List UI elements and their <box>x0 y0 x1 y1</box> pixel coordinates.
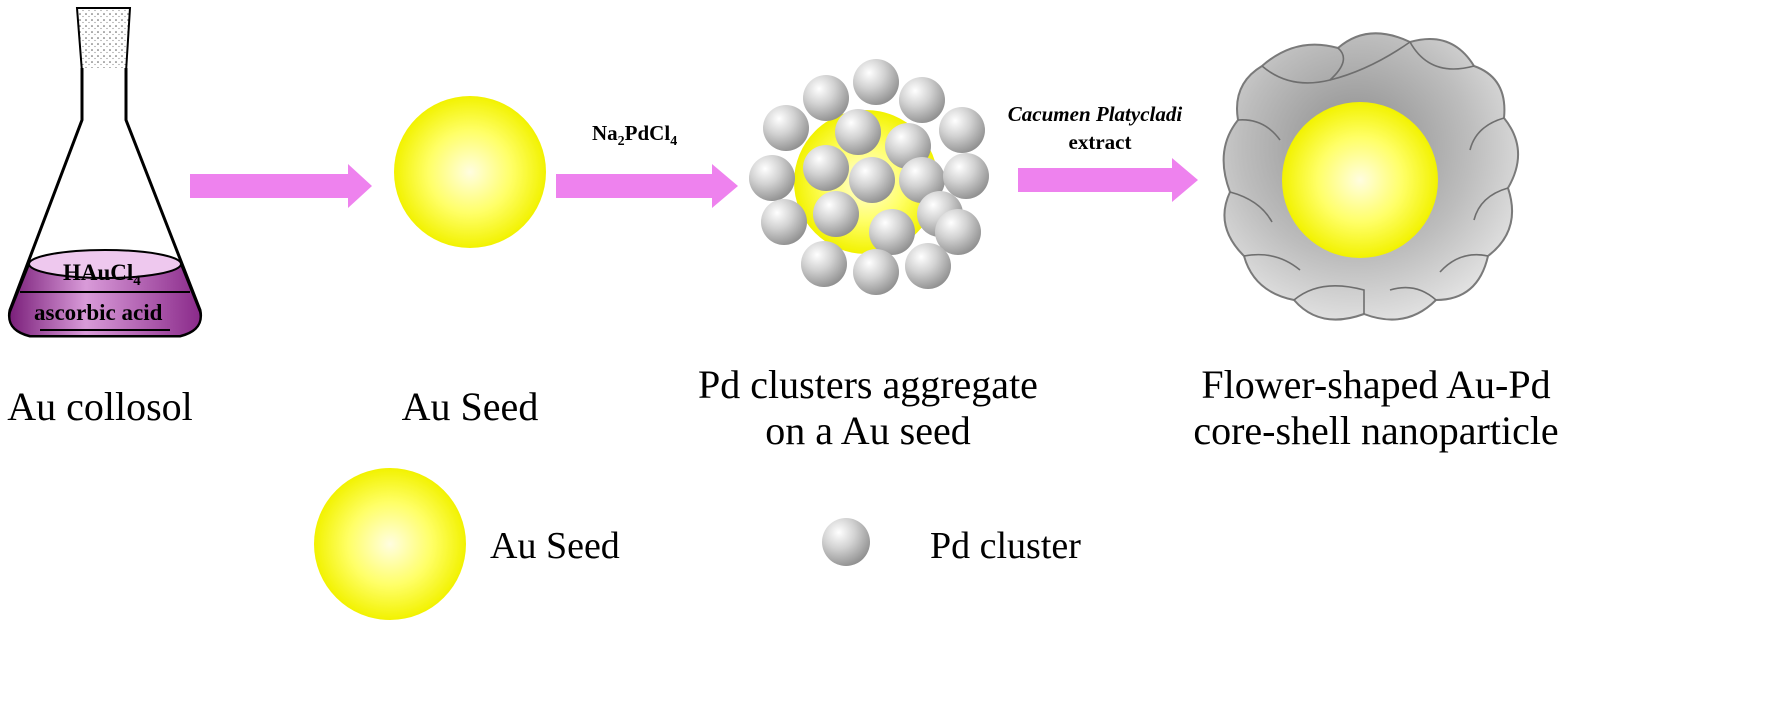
reagent-na2pdcl4: Na2PdCl4 <box>592 121 677 149</box>
caption-au-collosol: Au collosol <box>7 384 193 429</box>
pd-cluster-sphere <box>939 107 985 153</box>
pd-cluster-sphere <box>853 59 899 105</box>
erlenmeyer-flask: HAuCl4 ascorbic acid <box>7 7 203 338</box>
au-seed-sphere <box>394 96 546 248</box>
solution-surface <box>28 249 182 279</box>
pd-cluster-sphere <box>849 157 895 203</box>
arrow-1 <box>190 164 372 208</box>
flask-solution <box>8 261 202 337</box>
pd-cluster-aggregate <box>749 59 989 295</box>
legend: Au Seed Pd cluster <box>314 468 1081 620</box>
pd-cluster-sphere <box>935 209 981 255</box>
pd-cluster-sphere <box>869 209 915 255</box>
flower-core-shell-nanoparticle <box>1222 32 1520 321</box>
pd-cluster-sphere <box>803 75 849 121</box>
caption-flower-line1: Flower-shaped Au-Pd <box>1201 362 1550 407</box>
reagent-extract: extract <box>1069 130 1132 154</box>
legend-au-seed-swatch <box>314 468 466 620</box>
reagent-cacumen-platycladi: Cacumen Platycladi <box>1008 102 1183 126</box>
flask-stopper <box>75 7 132 73</box>
caption-pd-clusters-line2: on a Au seed <box>765 408 971 453</box>
caption-flower-line2: core-shell nanoparticle <box>1193 408 1558 453</box>
pd-cluster-sphere <box>835 109 881 155</box>
arrow-3 <box>1018 158 1198 202</box>
pd-cluster-sphere <box>813 191 859 237</box>
pd-cluster-sphere <box>761 199 807 245</box>
pd-cluster-sphere <box>801 241 847 287</box>
caption-pd-clusters-line1: Pd clusters aggregate <box>698 362 1038 407</box>
flask-label-ascorbic-acid: ascorbic acid <box>34 300 163 325</box>
reaction-arrows <box>190 158 1198 208</box>
caption-au-seed: Au Seed <box>402 384 539 429</box>
pd-cluster-sphere <box>803 145 849 191</box>
pd-cluster-sphere <box>905 243 951 289</box>
legend-au-seed-label: Au Seed <box>490 525 620 567</box>
arrow-2 <box>556 164 738 208</box>
au-core-sphere <box>1282 102 1438 258</box>
pd-cluster-sphere <box>763 105 809 151</box>
pd-cluster-sphere <box>749 155 795 201</box>
pd-cluster-sphere <box>899 157 945 203</box>
legend-pd-cluster-label: Pd cluster <box>930 525 1081 567</box>
flask-label-haucl4: HAuCl4 <box>63 260 141 289</box>
pd-cluster-sphere <box>899 77 945 123</box>
pd-cluster-sphere <box>943 153 989 199</box>
legend-pd-cluster-swatch <box>822 518 870 566</box>
pd-cluster-sphere <box>853 249 899 295</box>
